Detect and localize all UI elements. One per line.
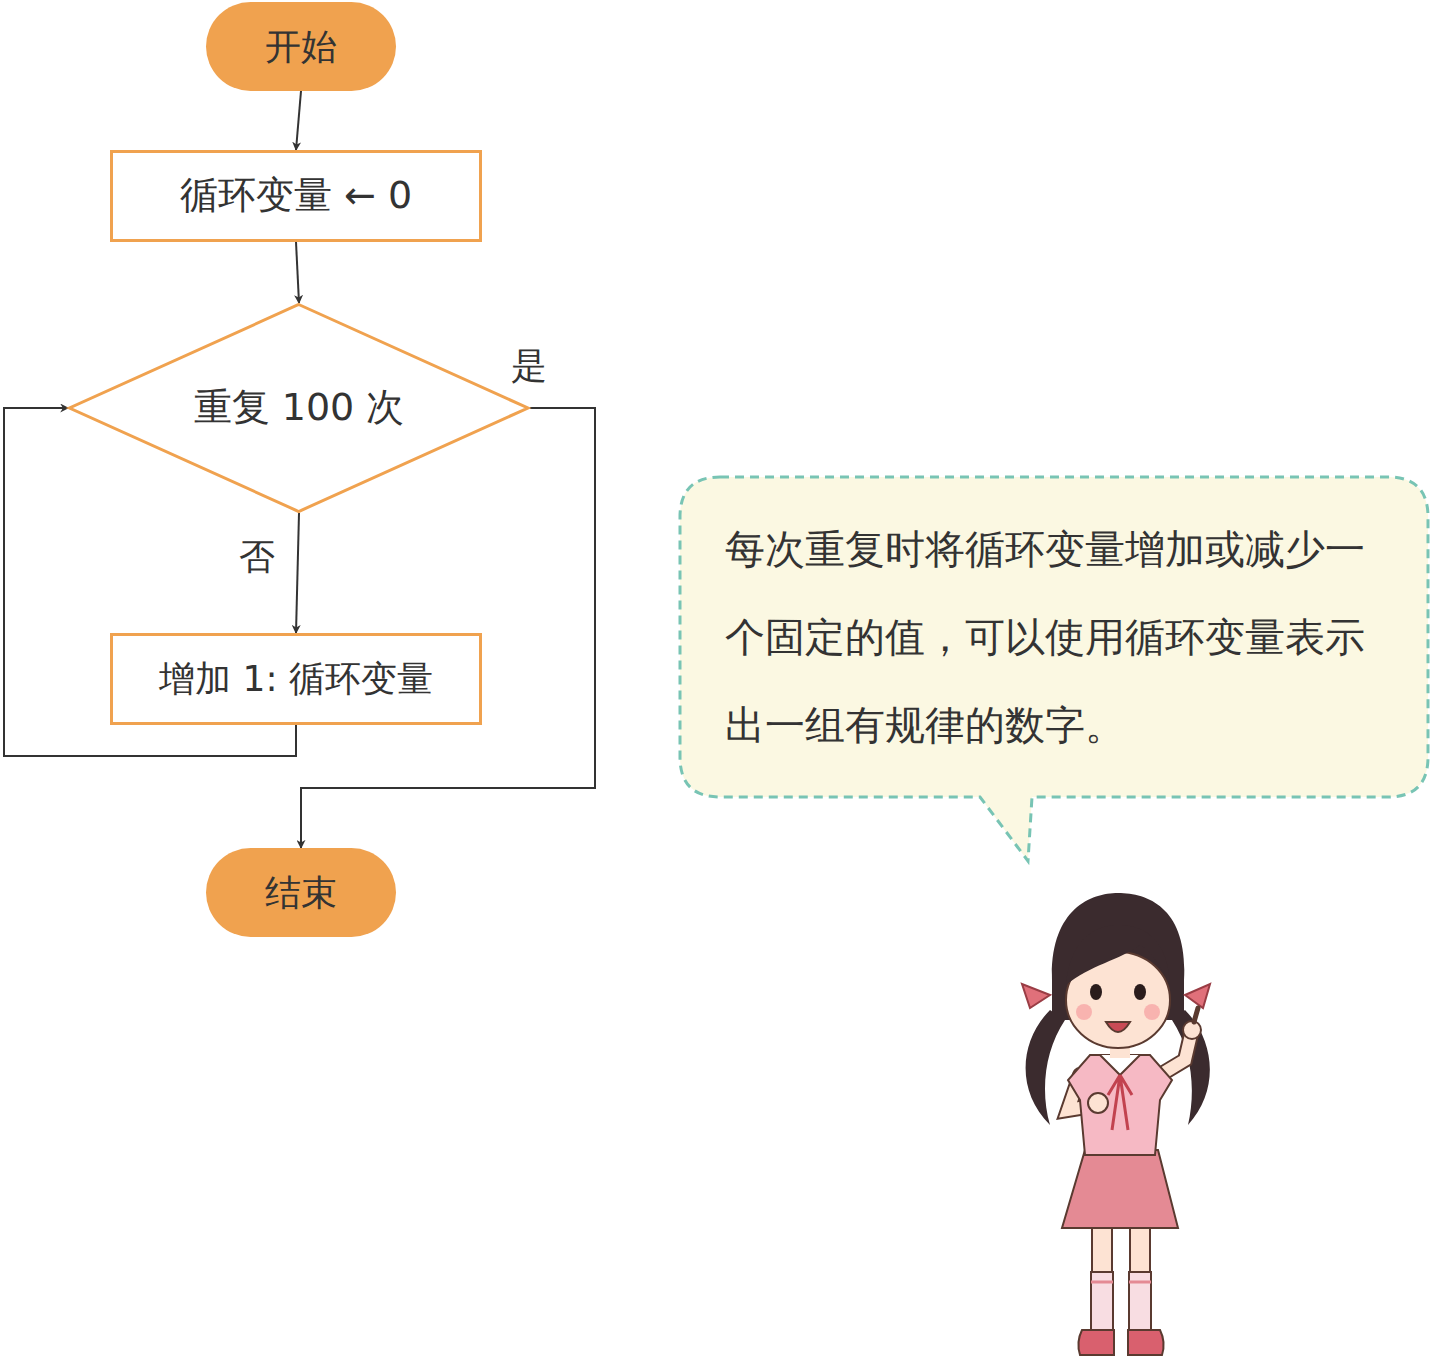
process-box: 循环变量 ← 0: [110, 150, 482, 242]
diamond-shape: [70, 305, 528, 512]
flow-arrow: [296, 242, 299, 303]
end-terminal: 结束: [206, 848, 396, 937]
edge-label: 否: [236, 537, 278, 577]
node-label: 循环变量 ← 0: [180, 173, 412, 219]
speech-bubble: 每次重复时将循环变量增加或减少一个固定的值，可以使用循环变量表示出一组有规律的数…: [678, 475, 1430, 799]
mouth: [1106, 1022, 1130, 1032]
ribbon: [1108, 1075, 1132, 1130]
flow-arrow: [296, 513, 299, 633]
leg: [1130, 1215, 1150, 1335]
hair-bow: [1022, 984, 1050, 1008]
bubble-shape: [680, 477, 1428, 861]
decision-diamond: 重复 100 次: [68, 303, 529, 513]
start-terminal: 开始: [206, 2, 396, 91]
node-label: 结束: [265, 871, 337, 914]
note-text: 每次重复时将循环变量增加或减少一个固定的值，可以使用循环变量表示出一组有规律的数…: [725, 505, 1390, 769]
leg: [1092, 1215, 1112, 1335]
girl-figure: [1022, 893, 1210, 1355]
node-label: 增加 1: 循环变量: [159, 657, 433, 700]
skirt: [1062, 1150, 1178, 1228]
node-label: 重复 100 次: [194, 385, 405, 431]
process-box: 增加 1: 循环变量: [110, 633, 482, 725]
shoe: [1128, 1330, 1164, 1355]
sock: [1129, 1272, 1151, 1330]
edge-label: 是: [508, 346, 550, 386]
hand: [1088, 1093, 1108, 1113]
hair-bow: [1185, 984, 1210, 1008]
shirt: [1068, 1055, 1172, 1155]
flow-arrow: [296, 91, 301, 150]
shoe: [1078, 1330, 1114, 1355]
sock: [1091, 1272, 1113, 1330]
hand: [1183, 1021, 1201, 1039]
node-label: 开始: [265, 25, 337, 68]
fringe: [1066, 925, 1170, 985]
pigtail: [1026, 1010, 1065, 1125]
